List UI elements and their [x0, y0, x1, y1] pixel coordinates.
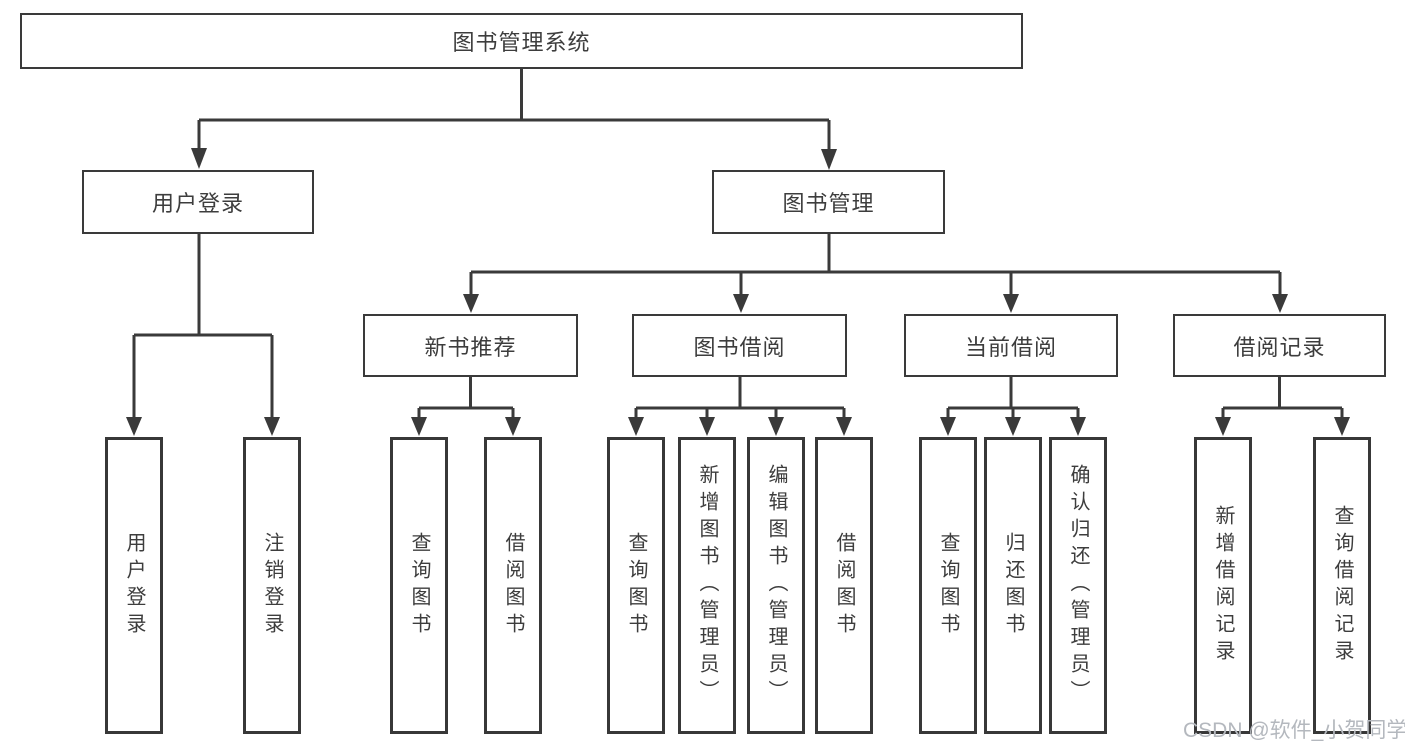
- node-label: 确认归还（管理员）: [1067, 464, 1089, 707]
- csdn-watermark: CSDN @软件_小贺同学: [1183, 719, 1405, 742]
- leaf-add-books-admin: 新增图书（管理员）: [678, 437, 736, 734]
- arrowhead-icon: [1215, 417, 1231, 436]
- arrowhead-icon: [411, 417, 427, 436]
- node-label: 查询图书: [937, 531, 959, 640]
- node-label: 查询图书: [408, 531, 430, 640]
- node-label: 新增图书（管理员）: [696, 464, 718, 707]
- node-label: 新书推荐: [424, 334, 517, 360]
- leaf-confirm-return-admin: 确认归还（管理员）: [1049, 437, 1107, 734]
- arrowhead-icon: [264, 417, 280, 436]
- leaf-query-books-current: 查询图书: [919, 437, 977, 734]
- arrowhead-icon: [1005, 417, 1021, 436]
- node-new-book-recommend: 新书推荐: [363, 314, 578, 377]
- leaf-return-books: 归还图书: [984, 437, 1042, 734]
- connector-user-login: [132, 234, 274, 419]
- node-borrow-records: 借阅记录: [1173, 314, 1386, 377]
- leaf-query-books-recommend: 查询图书: [390, 437, 448, 734]
- node-label: 编辑图书（管理员）: [765, 464, 787, 707]
- leaf-add-borrow-record: 新增借阅记录: [1194, 437, 1252, 734]
- connector-new-book-recommend: [417, 377, 515, 419]
- node-label: 归还图书: [1002, 531, 1024, 640]
- node-book-borrow: 图书借阅: [632, 314, 847, 377]
- node-label: 新增借阅记录: [1212, 504, 1234, 667]
- connector-book-management: [469, 234, 1282, 296]
- leaf-query-borrow-record: 查询借阅记录: [1313, 437, 1371, 734]
- node-user-login: 用户登录: [82, 170, 314, 234]
- arrowhead-icon: [463, 294, 479, 313]
- arrowhead-icon: [126, 417, 142, 436]
- leaf-edit-books-admin: 编辑图书（管理员）: [747, 437, 805, 734]
- node-label: 借阅图书: [502, 531, 524, 640]
- leaf-query-books-borrow: 查询图书: [607, 437, 665, 734]
- arrowhead-icon: [505, 417, 521, 436]
- node-label: 查询图书: [625, 531, 647, 640]
- arrowhead-icon: [699, 417, 715, 436]
- leaf-borrow-books-recommend: 借阅图书: [484, 437, 542, 734]
- connector-current-borrow: [946, 377, 1080, 419]
- arrowhead-icon: [1334, 417, 1350, 436]
- arrowhead-icon: [733, 294, 749, 313]
- node-label: 查询借阅记录: [1331, 504, 1353, 667]
- node-root: 图书管理系统: [20, 13, 1023, 69]
- arrowhead-icon: [1003, 294, 1019, 313]
- arrowhead-icon: [191, 148, 207, 169]
- connector-borrow-records: [1221, 377, 1344, 419]
- node-label: 用户登录: [123, 531, 145, 640]
- node-label: 注销登录: [261, 531, 283, 640]
- node-label: 当前借阅: [964, 334, 1057, 360]
- connector-book-borrow: [634, 377, 846, 419]
- leaf-user-login: 用户登录: [105, 437, 163, 734]
- arrowhead-icon: [1070, 417, 1086, 436]
- arrowhead-icon: [1272, 294, 1288, 313]
- node-current-borrow: 当前借阅: [904, 314, 1118, 377]
- node-label: 图书借阅: [693, 334, 786, 360]
- node-label: 图书管理: [782, 191, 875, 216]
- node-book-management: 图书管理: [712, 170, 945, 234]
- node-label: 用户登录: [151, 191, 244, 216]
- arrowhead-icon: [628, 417, 644, 436]
- connector-root-to-level2: [197, 69, 831, 151]
- arrowhead-icon: [821, 149, 837, 170]
- leaf-borrow-books: 借阅图书: [815, 437, 873, 734]
- node-label: 借阅记录: [1233, 334, 1326, 360]
- arrowhead-icon: [940, 417, 956, 436]
- arrowhead-icon: [836, 417, 852, 436]
- node-label: 图书管理系统: [452, 30, 591, 55]
- node-label: 借阅图书: [833, 531, 855, 640]
- arrowhead-icon: [768, 417, 784, 436]
- leaf-logout: 注销登录: [243, 437, 301, 734]
